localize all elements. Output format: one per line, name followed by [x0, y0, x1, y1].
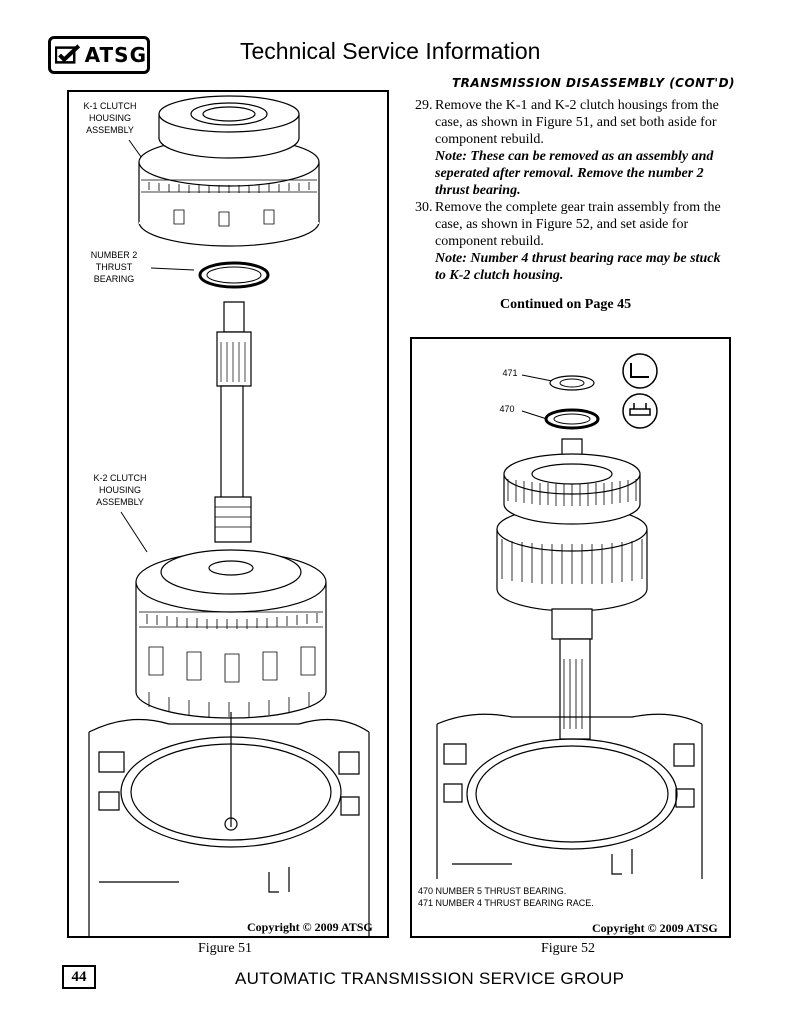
thrust-bearing-callout: NUMBER 2 THRUST BEARING	[75, 249, 153, 285]
step-text: Remove the K-1 and K-2 clutch housings f…	[435, 98, 719, 147]
page-title: Technical Service Information	[240, 38, 541, 64]
callout-line: ASSEMBLY	[86, 125, 134, 135]
figure-52-illustration	[412, 339, 729, 936]
callout-line: ASSEMBLY	[96, 497, 144, 507]
legend-item: 471 NUMBER 4 THRUST BEARING RACE.	[418, 898, 594, 908]
step-30: 30. Remove the complete gear train assem…	[415, 199, 725, 284]
callout-line: K-1 CLUTCH	[83, 101, 137, 111]
step-number: 30.	[415, 200, 433, 215]
step-number: 29.	[415, 98, 433, 113]
figure-51-frame: K-1 CLUTCH HOUSING ASSEMBLY NUMBER 2 THR…	[67, 90, 389, 938]
figure-52-legend: 470 NUMBER 5 THRUST BEARING. 471 NUMBER …	[418, 885, 594, 909]
continued-note: Continued on Page 45	[500, 297, 632, 312]
step-text: Remove the complete gear train assembly …	[435, 200, 721, 249]
legend-item: 470 NUMBER 5 THRUST BEARING.	[418, 886, 567, 896]
figure-51-illustration	[69, 92, 387, 936]
callout-line: THRUST BEARING	[93, 262, 135, 284]
figure-52-frame: 471 470 470 NUMBER 5 THRUST BEARING. 471…	[410, 337, 731, 938]
step-note: Note: Number 4 thrust bearing race may b…	[435, 251, 721, 283]
k1-clutch-callout: K-1 CLUTCH HOUSING ASSEMBLY	[75, 100, 145, 136]
callout-line: K-2 CLUTCH	[93, 473, 147, 483]
k2-clutch-callout: K-2 CLUTCH HOUSING ASSEMBLY	[85, 472, 155, 508]
callout-line: HOUSING	[88, 113, 131, 123]
callout-471: 471	[502, 368, 518, 378]
copyright: Copyright © 2009 ATSG	[592, 921, 718, 935]
figure-52-caption: Figure 52	[541, 941, 596, 956]
footer-text: AUTOMATIC TRANSMISSION SERVICE GROUP	[235, 969, 625, 988]
checkmark-icon	[55, 43, 81, 67]
callout-470: 470	[499, 404, 515, 414]
step-29: 29. Remove the K-1 and K-2 clutch housin…	[415, 97, 725, 199]
logo-text: ATSG	[84, 43, 147, 67]
page-number: 44	[62, 965, 96, 989]
copyright: Copyright © 2009 ATSG	[247, 920, 373, 934]
callout-line: HOUSING	[98, 485, 141, 495]
section-title: TRANSMISSION DISASSEMBLY (CONT'D)	[452, 76, 736, 90]
atsg-logo: ATSG	[48, 36, 150, 74]
callout-line: NUMBER 2	[90, 250, 138, 260]
step-note: Note: These can be removed as an assembl…	[435, 149, 714, 198]
figure-51-caption: Figure 51	[198, 941, 253, 956]
